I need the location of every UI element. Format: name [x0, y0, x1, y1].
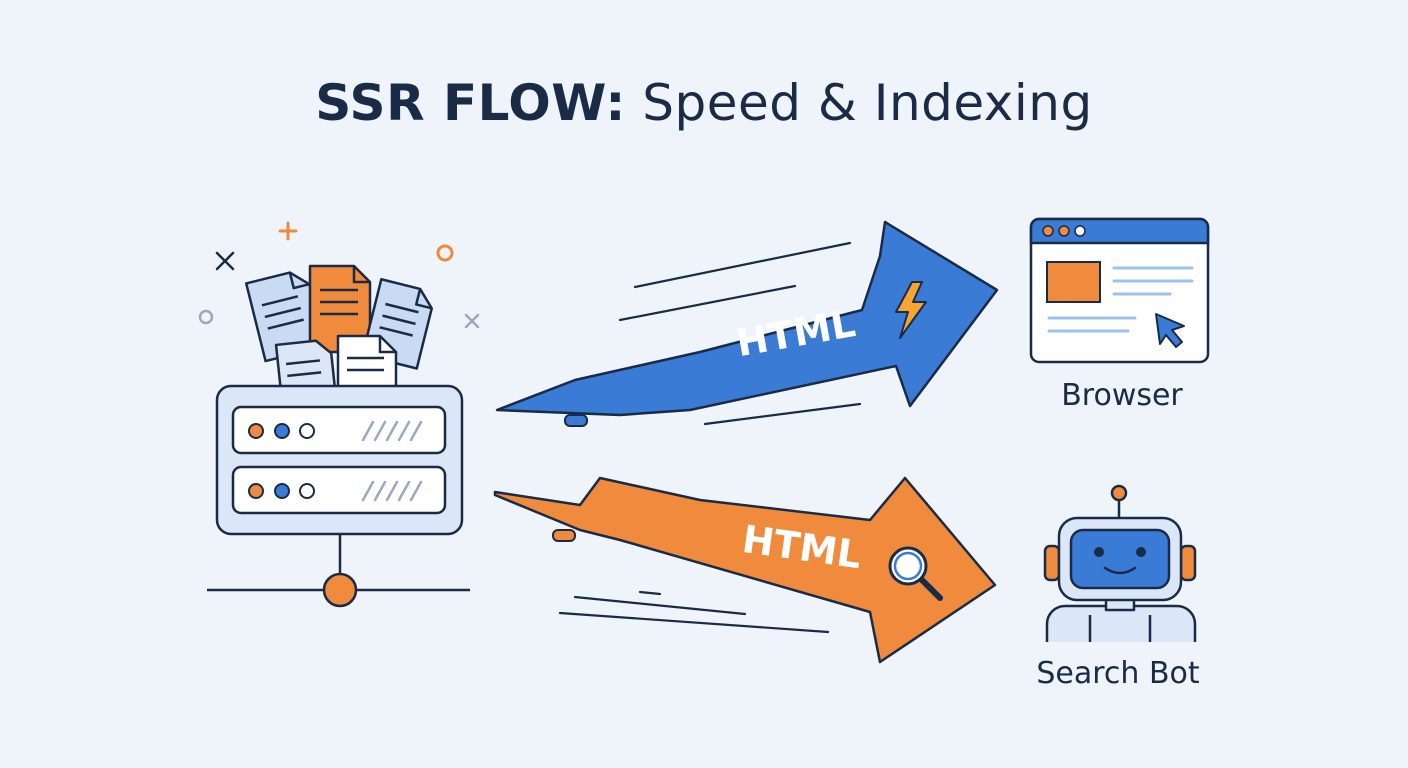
magnifier-icon [888, 546, 943, 601]
search-bot-label: Search Bot [1036, 656, 1200, 691]
speed-lines [558, 241, 862, 634]
documents-icon [244, 264, 434, 394]
page-title: SSR FLOW: Speed & Indexing [0, 74, 1408, 132]
html-arrow-to-browser [495, 220, 999, 427]
server-icon [207, 384, 470, 608]
html-arrow-to-bot [493, 476, 997, 664]
browser-label: Browser [1061, 378, 1183, 413]
cursor-icon [1155, 313, 1185, 348]
title-bold: SSR FLOW: [315, 74, 626, 132]
robot-icon [1043, 484, 1197, 642]
title-rest: Speed & Indexing [625, 74, 1093, 132]
lightning-icon [895, 281, 927, 339]
sparkle-decorations [215, 251, 480, 329]
